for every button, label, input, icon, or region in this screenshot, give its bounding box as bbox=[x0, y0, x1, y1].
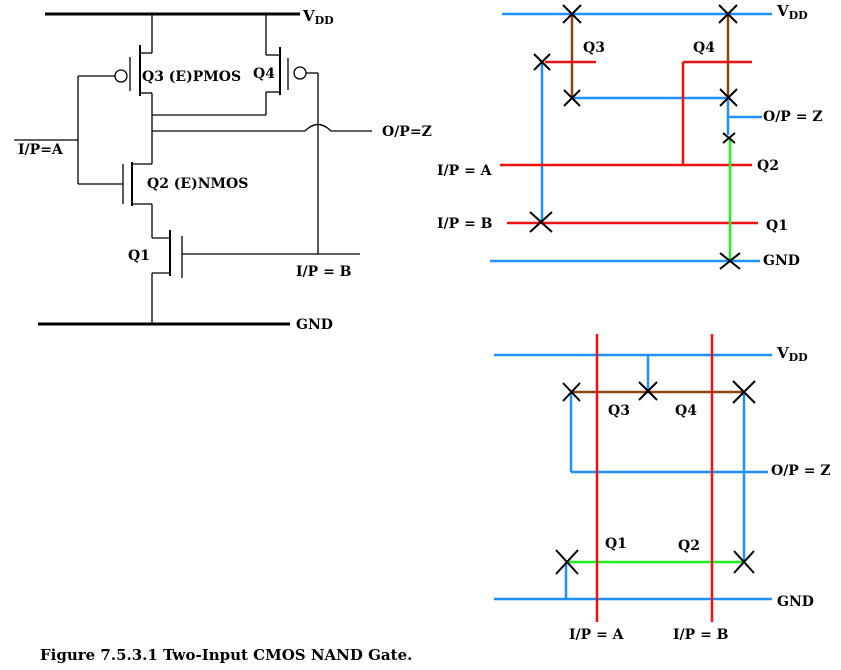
bottom-input-b-label: I/P = B bbox=[673, 627, 729, 643]
bottom-contacts bbox=[555, 380, 756, 575]
bottom-q1-label: Q1 bbox=[605, 536, 627, 552]
bottom-q2-label: Q2 bbox=[678, 538, 700, 554]
bottom-q3-label: Q3 bbox=[608, 403, 630, 419]
schematic-output-label: O/P=Z bbox=[382, 124, 432, 140]
top-input-a-label: I/P = A bbox=[437, 163, 493, 179]
top-q1-label: Q1 bbox=[766, 218, 788, 234]
stick-diagram-top bbox=[490, 4, 772, 270]
top-q4-label: Q4 bbox=[693, 40, 715, 56]
bottom-gnd-label: GND bbox=[777, 594, 814, 610]
schematic-q3-label: Q3 (E)PMOS bbox=[142, 69, 241, 85]
schematic-q4-label: Q4 bbox=[253, 66, 275, 82]
top-input-b-label: I/P = B bbox=[437, 216, 493, 232]
schematic-q1-label: Q1 bbox=[128, 248, 150, 264]
top-q3-label: Q3 bbox=[583, 40, 605, 56]
q3-pmos-transistor bbox=[78, 14, 153, 96]
figure-caption: Figure 7.5.3.1 Two-Input CMOS NAND Gate. bbox=[40, 646, 412, 664]
schematic-q2-label: Q2 (E)NMOS bbox=[147, 176, 248, 192]
schematic-input-a-label: I/P=A bbox=[18, 142, 64, 158]
bottom-vdd-label: VDD bbox=[776, 344, 808, 364]
q4-pmos-transistor bbox=[265, 14, 319, 254]
q2-nmos-transistor bbox=[122, 162, 153, 238]
top-gnd-label: GND bbox=[763, 253, 800, 269]
schematic-input-b-label: I/P = B bbox=[296, 264, 352, 280]
schematic-vdd-label: VDD bbox=[302, 7, 334, 27]
bottom-output-label: O/P = Z bbox=[771, 463, 831, 479]
schematic bbox=[14, 12, 372, 326]
bottom-input-a-label: I/P = A bbox=[569, 627, 625, 643]
top-contacts bbox=[529, 4, 741, 270]
top-vdd-label: VDD bbox=[776, 2, 808, 22]
bottom-q4-label: Q4 bbox=[675, 403, 697, 419]
top-q2-label: Q2 bbox=[757, 158, 779, 174]
stick-diagram-bottom bbox=[494, 334, 772, 622]
top-output-label: O/P = Z bbox=[763, 109, 823, 125]
schematic-gnd-label: GND bbox=[296, 317, 333, 333]
q1-nmos-transistor bbox=[151, 230, 360, 324]
